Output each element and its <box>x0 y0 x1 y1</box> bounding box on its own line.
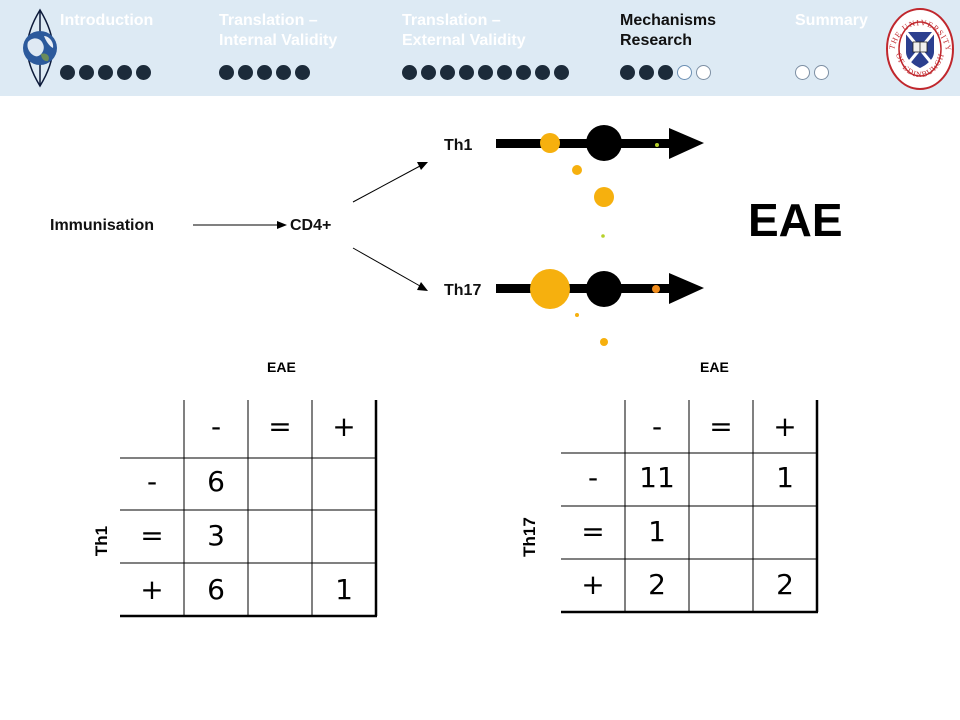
progress-dot-filled[interactable] <box>459 65 474 80</box>
th1-black-circle <box>586 125 622 161</box>
th17-arrowhead <box>669 273 704 304</box>
progress-dot-filled[interactable] <box>136 65 151 80</box>
th17-black-circle <box>586 271 622 307</box>
progress-dot-filled[interactable] <box>60 65 75 80</box>
progress-dot-filled[interactable] <box>639 65 654 80</box>
progress-dot-empty[interactable] <box>696 65 711 80</box>
progress-dot-filled[interactable] <box>79 65 94 80</box>
progress-dot-filled[interactable] <box>440 65 455 80</box>
th1-arrowhead <box>669 128 704 159</box>
progress-dots-external <box>402 65 569 80</box>
progress-dot-filled[interactable] <box>658 65 673 80</box>
globe-logo <box>13 8 67 88</box>
nav-header: Introduction Translation – Internal Vali… <box>0 0 960 96</box>
arrow-cd4-th17 <box>352 247 421 287</box>
table2-th17-label: Th17 <box>520 517 539 557</box>
progress-dot-filled[interactable] <box>516 65 531 80</box>
progress-dot-filled[interactable] <box>238 65 253 80</box>
progress-dot-current[interactable] <box>677 65 692 80</box>
arrowhead-th1 <box>417 162 428 170</box>
progress-dots-internal <box>219 65 310 80</box>
progress-dots-introduction <box>60 65 151 80</box>
university-seal: THE UNIVERSITY OF EDINBURGH <box>884 4 956 90</box>
progress-dot-filled[interactable] <box>257 65 272 80</box>
progress-dot-filled[interactable] <box>117 65 132 80</box>
progress-dot-filled[interactable] <box>535 65 550 80</box>
progress-dots-summary <box>795 65 829 80</box>
th1-bar-arrow <box>496 139 676 148</box>
progress-dot-filled[interactable] <box>478 65 493 80</box>
progress-dot-filled[interactable] <box>98 65 113 80</box>
progress-dot-filled[interactable] <box>421 65 436 80</box>
th17-tiny-dot <box>575 313 579 317</box>
table1-eae-label: EAE <box>267 359 296 375</box>
arrowhead-th17 <box>417 282 428 291</box>
progress-dot-filled[interactable] <box>554 65 569 80</box>
immunisation-label: Immunisation <box>50 217 155 234</box>
eae-outcome-label: EAE <box>748 194 843 246</box>
th1-label: Th1 <box>444 137 473 154</box>
progress-dot-filled[interactable] <box>402 65 417 80</box>
mid-orange-circle <box>594 187 614 207</box>
nav-translation-internal[interactable]: Translation – Internal Validity <box>219 12 338 49</box>
arrowhead-cd4 <box>277 221 287 229</box>
th17-small-circle <box>600 338 608 346</box>
progress-dot-filled[interactable] <box>497 65 512 80</box>
progress-dot-filled[interactable] <box>276 65 291 80</box>
th17-orange-circle <box>530 269 570 309</box>
arrow-cd4-th1 <box>352 165 421 203</box>
th1-small-circle <box>572 165 582 175</box>
nav-translation-external[interactable]: Translation – External Validity <box>402 12 526 49</box>
nav-mechanisms-research[interactable]: Mechanisms Research <box>620 12 717 49</box>
progress-dots-mechanisms <box>620 65 711 80</box>
th17-dark-orange-dot <box>652 285 660 293</box>
th1-orange-circle <box>540 133 560 153</box>
table1-th1-label: Th1 <box>92 525 111 557</box>
th17-bar-arrow <box>496 284 676 293</box>
mid-lime-dot <box>601 234 605 238</box>
table2-eae-label: EAE <box>700 359 729 375</box>
nav-introduction[interactable]: Introduction <box>60 12 154 29</box>
progress-dot-filled[interactable] <box>219 65 234 80</box>
progress-dot-filled[interactable] <box>620 65 635 80</box>
nav-summary[interactable]: Summary <box>795 12 868 29</box>
progress-dot-empty[interactable] <box>814 65 829 80</box>
cd4-label: CD4+ <box>290 217 332 234</box>
progress-dot-filled[interactable] <box>295 65 310 80</box>
th17-label: Th17 <box>444 282 482 299</box>
progress-dot-empty[interactable] <box>795 65 810 80</box>
th1-lime-dot <box>655 143 659 147</box>
